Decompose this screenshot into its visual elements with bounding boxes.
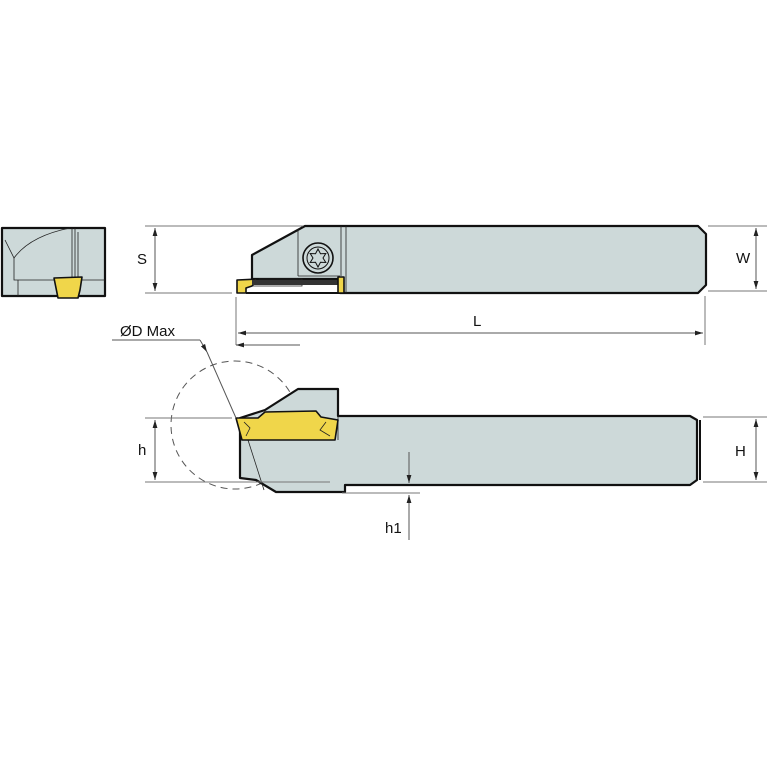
dimension-h: h [138,417,330,483]
top-view [236,224,708,295]
label-D-max: ØD Max [120,323,176,340]
label-h: h [138,442,146,459]
insert-end [53,276,83,299]
dimension-h1: h1 [342,452,420,540]
dimension-W: W [708,225,767,292]
insert-side [235,410,339,441]
label-h1: h1 [385,520,402,537]
dimension-H: H [703,416,767,483]
torx-icon [309,247,327,269]
label-L: L [473,313,481,330]
label-H: H [735,443,746,460]
dimension-L: L [235,296,706,345]
side-view: ØD Max [112,323,701,494]
end-view [0,226,107,299]
label-S: S [137,251,147,268]
label-W: W [736,250,751,267]
dimension-S: S [137,225,303,294]
